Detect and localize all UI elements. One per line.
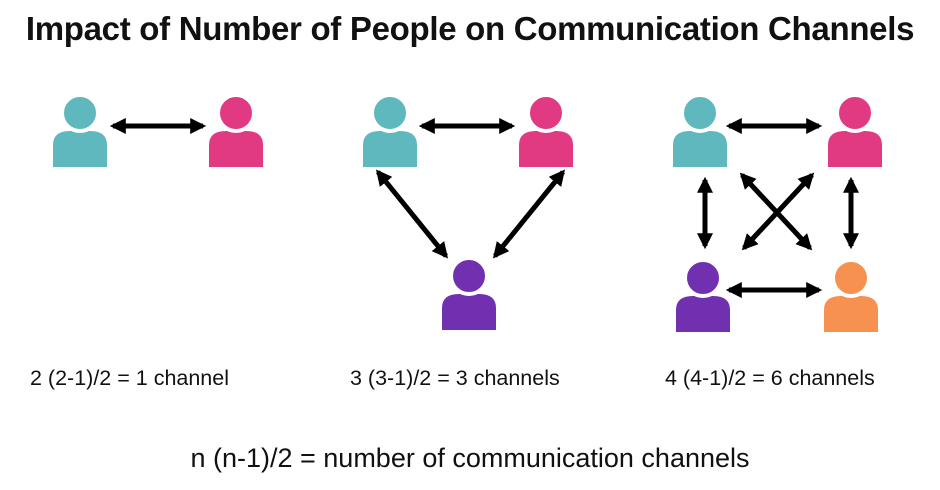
channel-arrow: [375, 169, 449, 259]
person-icon: [673, 93, 727, 167]
person-icon: [442, 256, 496, 330]
group-three-people: [363, 93, 573, 330]
person-icon: [828, 93, 882, 167]
person-icon: [363, 93, 417, 167]
channel-formula: n (n-1)/2 = number of communication chan…: [190, 443, 750, 473]
group-two-people: [53, 93, 263, 167]
person-icon: [519, 93, 573, 167]
person-icon: [824, 258, 878, 332]
group-four-people: [673, 93, 882, 332]
page-title: Impact of Number of People on Communicat…: [25, 10, 915, 47]
channel-arrow: [741, 172, 815, 251]
person-icon: [53, 93, 107, 167]
group-1-caption: 2 (2-1)/2 = 1 channel: [30, 366, 230, 390]
person-icon: [676, 258, 730, 332]
channel-arrow: [492, 169, 566, 259]
group-2-caption: 3 (3-1)/2 = 3 channels: [350, 366, 560, 390]
person-icon: [209, 93, 263, 167]
group-3-caption: 4 (4-1)/2 = 6 channels: [665, 366, 875, 390]
